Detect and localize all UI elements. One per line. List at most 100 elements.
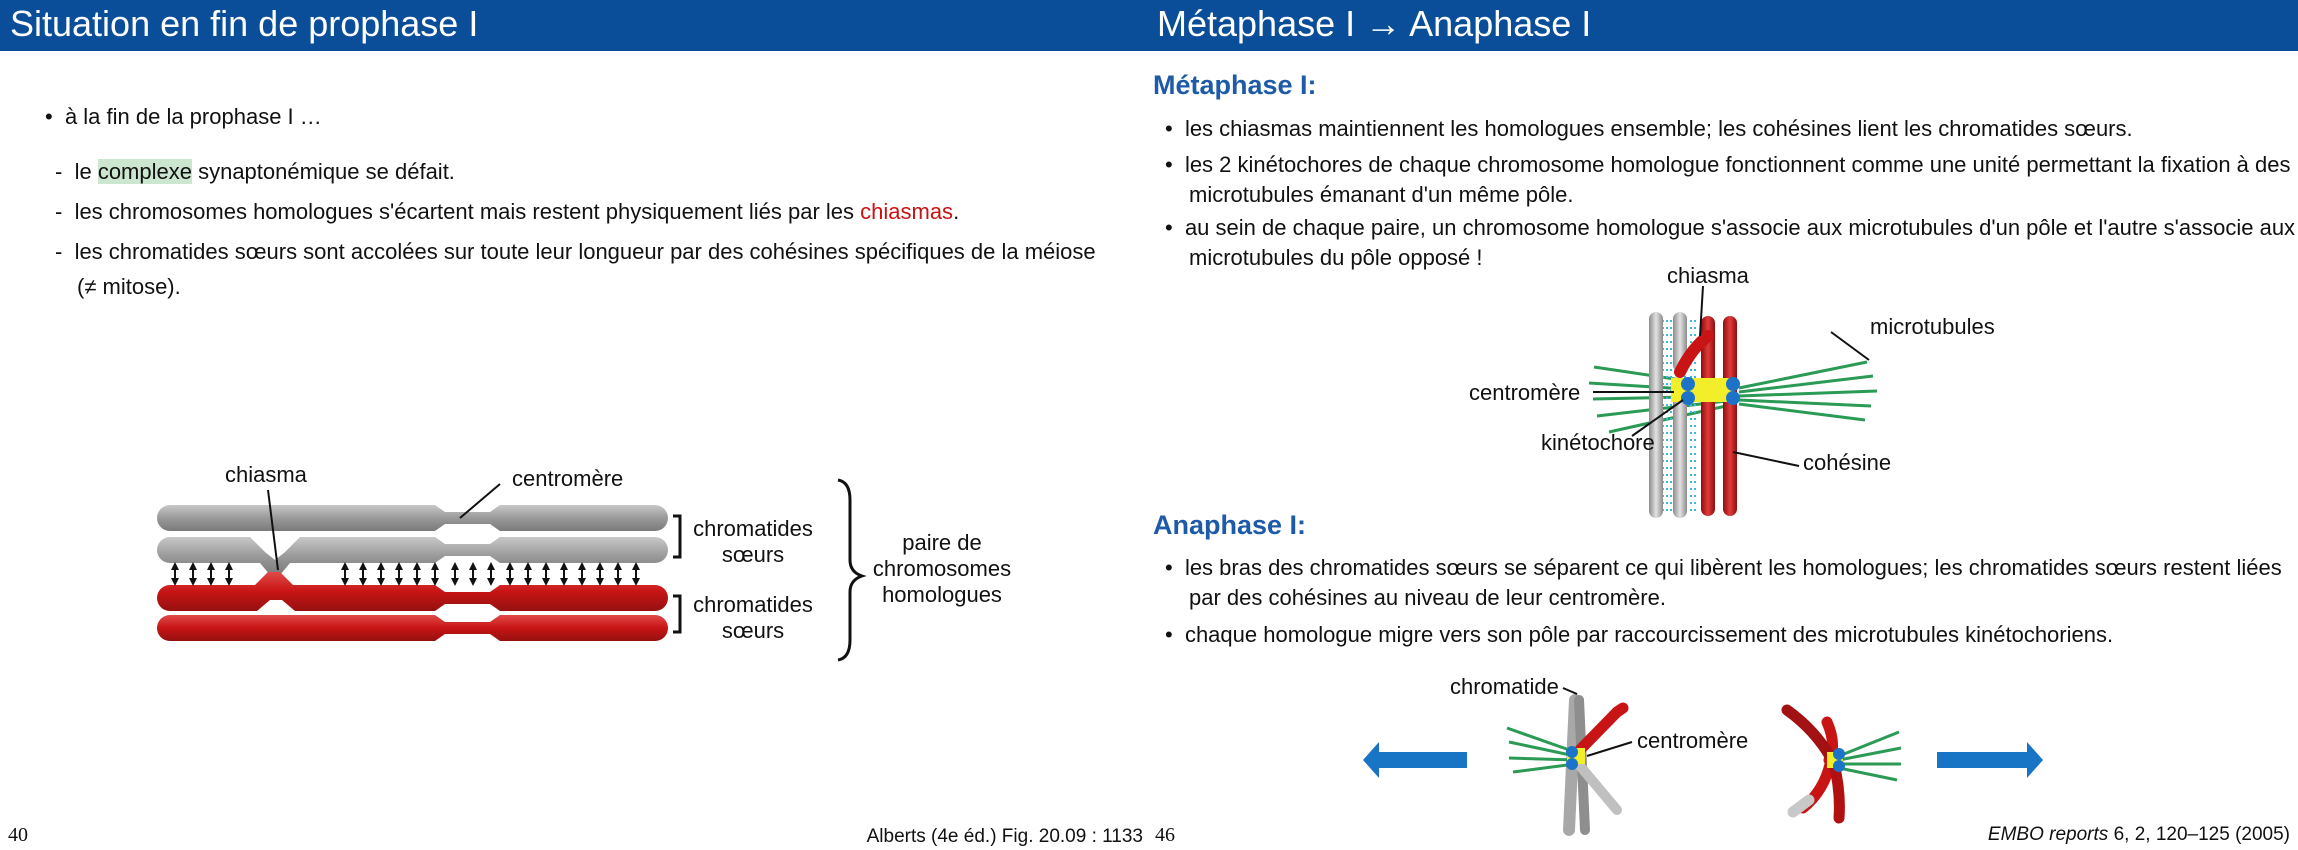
red-chromatid-bottom	[157, 615, 668, 641]
kinetochore-leader	[1631, 399, 1684, 437]
metaphase-bullet-3-cont: microtubules du pôle opposé !	[1189, 243, 1483, 273]
microtubules-leader	[1830, 331, 1870, 361]
bullet-dot: •	[1165, 555, 1185, 580]
dash-item-1: - le complexe synaptonémique se défait.	[55, 157, 455, 187]
sister-chromatids-label-bottom: chromatides sœurs	[693, 592, 813, 644]
label-line: chromosomes	[872, 556, 1012, 581]
gray-chromatid-2-bottom	[1673, 378, 1687, 518]
kinetochore-label: kinétochore	[1541, 430, 1655, 455]
slide-title: Situation en fin de prophase I	[10, 3, 479, 44]
slide-prophase: Situation en fin de prophase I • à la fi…	[0, 0, 1147, 850]
anaphase-bullet-2: • chaque homologue migre vers son pôle p…	[1165, 620, 2113, 650]
centromere-region	[1671, 378, 1733, 402]
title-bar: Métaphase I → Anaphase I	[1147, 0, 2298, 51]
left-pole-arrow	[1363, 742, 1467, 778]
homologous-pair-label: paire de chromosomes homologues	[862, 530, 1022, 608]
dash-text: les chromosomes homologues s'écartent ma…	[74, 199, 861, 224]
figure-citation: Alberts (4e éd.) Fig. 20.09 : 1133	[866, 826, 1143, 847]
dash-marker: -	[55, 199, 75, 224]
right-pole-arrow	[1937, 742, 2043, 778]
metaphase-bullet-1: • les chiasmas maintiennent les homologu…	[1165, 114, 2133, 144]
bullet-text: au sein de chaque paire, un chromosome h…	[1184, 215, 2296, 240]
metaphase-heading: Métaphase I:	[1153, 70, 1317, 100]
chiasma-leader	[267, 489, 279, 571]
bullet-dot: •	[1165, 215, 1185, 240]
dash-text: le	[74, 159, 98, 184]
citation-journal: EMBO reports	[1987, 824, 2109, 845]
pair-brace	[837, 478, 867, 662]
intro-bullet: • à la fin de la prophase I …	[45, 102, 322, 132]
sister-bracket-bottom	[673, 594, 682, 634]
gray-chromatid-bottom	[157, 537, 668, 575]
cohesine-leader	[1732, 451, 1800, 467]
red-chromatid-2	[1723, 316, 1737, 516]
centromere-leader-anaphase	[1586, 741, 1633, 757]
metaphase-bullet-2: • les 2 kinétochores de chaque chromosom…	[1165, 150, 2291, 180]
dash-item-2: - les chromosomes homologues s'écartent …	[55, 197, 959, 227]
cohesion-arrows	[171, 562, 640, 586]
left-homologue	[1506, 694, 1629, 836]
dash-text: (≠ mitose).	[77, 274, 181, 299]
kinetochore	[1726, 377, 1740, 391]
label-line: chromatides	[693, 516, 813, 541]
kinetochore	[1681, 391, 1695, 405]
bullet-text: les chiasmas maintiennent les homologues…	[1184, 116, 2133, 141]
microtubules-label: microtubules	[1870, 314, 1995, 339]
chiasma-leader	[1699, 285, 1704, 337]
chromatide-label: chromatide	[1450, 674, 1559, 699]
sister-bracket-top	[673, 514, 682, 559]
cohesine-label: cohésine	[1803, 450, 1892, 475]
anaphase-heading: Anaphase I:	[1153, 510, 1307, 540]
page-number: 46	[1155, 824, 1175, 846]
slide-title: Métaphase I → Anaphase I	[1157, 3, 1592, 44]
metaphase-bullet-2-cont: microtubules émanant d'un même pôle.	[1189, 180, 1574, 210]
homologous-pair-diagram	[157, 478, 867, 662]
centromere-label: centromère	[512, 466, 624, 491]
bullet-text: les 2 kinétochores de chaque chromosome …	[1184, 152, 2291, 177]
dash-item-3: - les chromatides sœurs sont accolées su…	[55, 237, 1096, 267]
chiasmas-highlight: chiasmas	[860, 199, 954, 224]
label-line: sœurs	[721, 618, 785, 643]
chiasma-crossover	[1674, 330, 1714, 378]
bullet-dot: •	[1165, 622, 1185, 647]
label-line: chromatides	[693, 592, 813, 617]
chromatide-leader	[1562, 687, 1578, 695]
bullet-dot: •	[45, 104, 65, 129]
chiasma-label: chiasma	[1667, 263, 1749, 288]
bullet-text: les bras des chromatides sœurs se sépare…	[1184, 555, 2282, 580]
bullet-dot: •	[1165, 116, 1185, 141]
bullet-text: par des cohésines au niveau de leur cent…	[1189, 585, 1666, 610]
kinetochore	[1726, 391, 1740, 405]
chiasma-label: chiasma	[225, 462, 307, 487]
dash-text: .	[953, 199, 960, 224]
dash-marker: -	[55, 159, 75, 184]
page-number: 40	[8, 824, 28, 846]
anaphase-bullet-1: • les bras des chromatides sœurs se sépa…	[1165, 553, 2282, 583]
microtubules-right	[1738, 360, 1878, 422]
red-chromatid-top	[157, 572, 668, 611]
dash-item-3-cont: (≠ mitose).	[77, 272, 181, 302]
sister-chromatids-label-top: chromatides sœurs	[693, 516, 813, 568]
citation-details: 6, 2, 120–125 (2005)	[2108, 824, 2290, 845]
centromere-label: centromère	[1469, 380, 1581, 405]
slide-metaphase-anaphase: Métaphase I → Anaphase I Métaphase I: • …	[1147, 0, 2298, 850]
centromere-label-anaphase: centromère	[1637, 728, 1749, 753]
red-chromatid-1	[1701, 316, 1715, 516]
intro-bullet-text: à la fin de la prophase I …	[64, 104, 322, 129]
label-line: homologues	[882, 582, 1002, 607]
dash-text: les chromatides sœurs sont accolées sur …	[74, 239, 1096, 264]
metaphase-bullet-3: • au sein de chaque paire, un chromosome…	[1165, 213, 2295, 243]
gray-chromatid-top	[157, 505, 668, 531]
highlighted-word: complexe	[97, 159, 192, 184]
metaphase-diagram	[1363, 285, 2043, 836]
label-line: paire de	[902, 530, 982, 555]
anaphase-bullet-1-cont: par des cohésines au niveau de leur cent…	[1189, 583, 1666, 613]
source-citation: EMBO reports 6, 2, 120–125 (2005)	[1988, 824, 2290, 846]
title-bar: Situation en fin de prophase I	[0, 0, 1147, 51]
centromere-leader	[459, 483, 501, 519]
dash-marker: -	[55, 239, 75, 264]
label-line: sœurs	[721, 542, 785, 567]
bullet-dot: •	[1165, 152, 1185, 177]
right-homologue	[1781, 704, 1902, 824]
kinetochore	[1681, 377, 1695, 391]
